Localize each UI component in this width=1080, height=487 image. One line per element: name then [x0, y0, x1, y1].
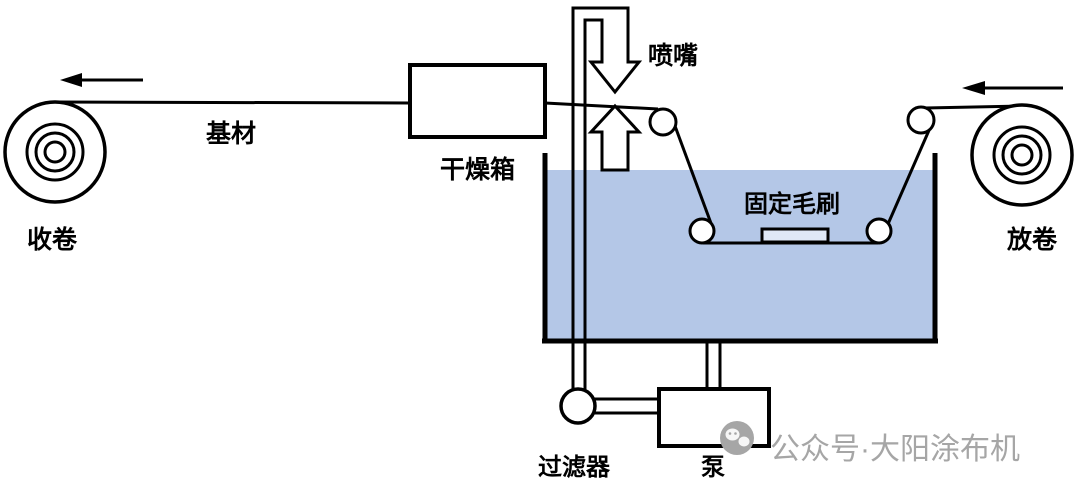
unwind-roll: [970, 103, 1074, 207]
filter-label: 过滤器: [538, 454, 611, 481]
dryer-label: 干燥箱: [440, 155, 515, 184]
roller-tank-left: [688, 217, 716, 245]
fixed-brush-label: 固定毛刷: [744, 190, 840, 218]
web-rewind-to-dryer: [54, 100, 411, 105]
filter-circle: [559, 387, 597, 425]
circulation-pipe-and-nozzle: [571, 6, 643, 400]
roller-top-right: [906, 105, 936, 135]
rewind-roll-core: [43, 140, 67, 164]
guide-rollers: [648, 105, 936, 245]
web-direction-arrow-left: [60, 73, 143, 87]
web-dryer-to-roller: [544, 101, 659, 111]
wechat-icon-eye-right: [734, 432, 737, 435]
web-out-of-tank: [886, 127, 932, 225]
nozzle-label: 喷嘴: [648, 42, 698, 70]
watermark-text: 公众号·大阳涂布机: [770, 433, 1020, 466]
fixed-brush-bar: [760, 227, 830, 244]
pump-label: 泵: [701, 454, 725, 481]
wechat-icon-bubble-large: [725, 428, 740, 441]
web-into-tank: [673, 125, 714, 227]
rewind-label: 收卷: [27, 225, 78, 254]
dryer-box: [408, 63, 547, 139]
unwind-roll-core: [1010, 143, 1034, 167]
coating-tank: [547, 170, 933, 341]
unwind-label: 放卷: [1006, 225, 1058, 254]
rewind-roll: [3, 100, 107, 204]
tank-liquid: [547, 170, 933, 341]
tank-walls: [542, 153, 938, 344]
roller-tank-right: [865, 217, 893, 245]
wechat-icon-bubble-small: [738, 436, 750, 447]
substrate-label: 基材: [206, 120, 256, 148]
wechat-icon-eye-left: [728, 432, 732, 435]
roller-top-left: [648, 107, 678, 137]
substrate-web: [54, 100, 1021, 245]
web-roller-to-unwind: [924, 104, 1021, 110]
web-direction-arrow-right: [962, 81, 1063, 95]
arrow-right-head: [962, 81, 985, 95]
bottom-piping: [593, 341, 722, 415]
watermark: 公众号·大阳涂布机: [720, 421, 1020, 466]
upward-flow-arrow: [587, 103, 643, 172]
arrow-left-head: [60, 73, 82, 87]
